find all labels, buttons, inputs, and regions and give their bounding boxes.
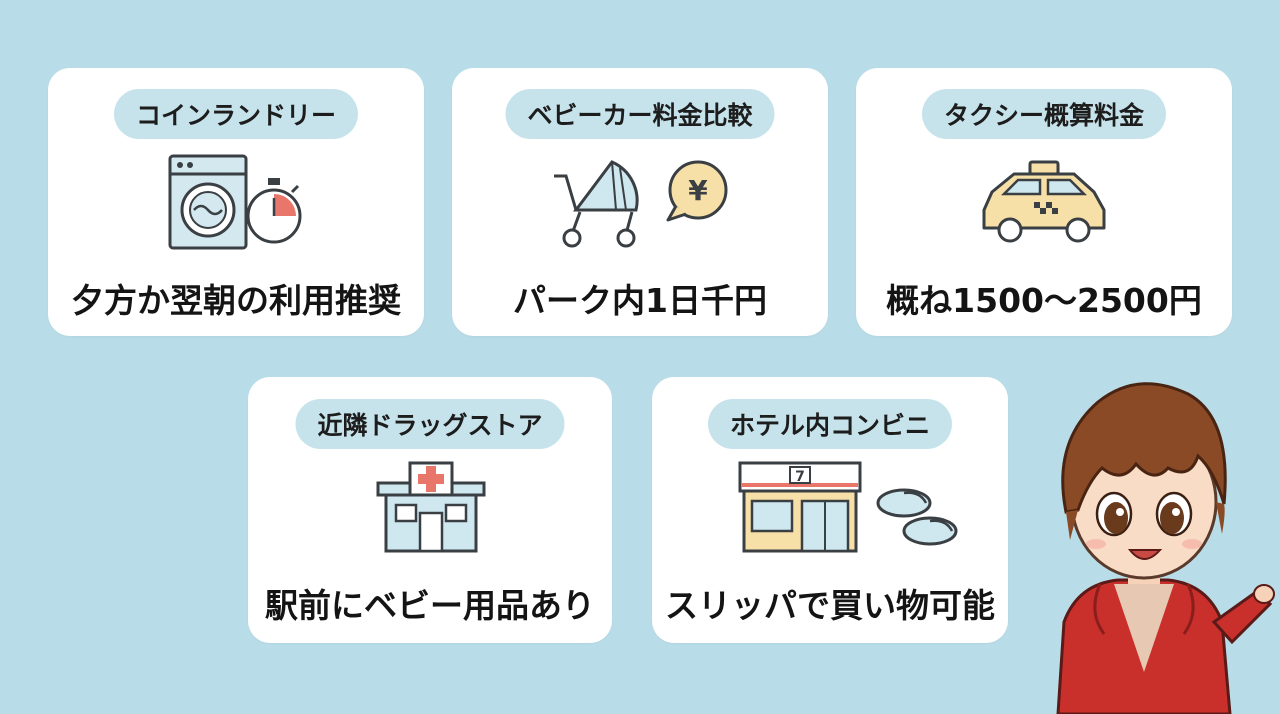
card-title: ホテル内コンビニ bbox=[707, 399, 953, 449]
card-drugstore: 近隣ドラッグストア 駅前にベビー用品あり bbox=[248, 377, 612, 643]
card-taxi-fare: タクシー概算料金 概ね1500～2500円 bbox=[856, 68, 1232, 336]
card-text: スリッパで買い物可能 bbox=[665, 586, 995, 625]
stroller-icon bbox=[550, 154, 646, 250]
card-title: 近隣ドラッグストア bbox=[295, 399, 565, 449]
stopwatch-icon bbox=[244, 176, 304, 246]
card-text: 駅前にベビー用品あり bbox=[265, 586, 595, 625]
card-title: ベビーカー料金比較 bbox=[505, 89, 775, 139]
card-text: 夕方か翌朝の利用推奨 bbox=[71, 281, 401, 320]
yen-symbol: ¥ bbox=[688, 174, 708, 207]
card-stroller-price: ベビーカー料金比較 ¥ パーク内1日千円 bbox=[452, 68, 828, 336]
store-sign-number: 7 bbox=[795, 469, 805, 485]
card-title: コインランドリー bbox=[113, 89, 359, 139]
washing-machine-icon bbox=[168, 154, 248, 250]
convenience-store-icon: 7 bbox=[738, 461, 862, 553]
card-hotel-convenience-store: ホテル内コンビニ 7 スリッパで買い物可能 bbox=[652, 377, 1008, 643]
slippers-icon bbox=[874, 481, 962, 551]
card-text: 概ね1500～2500円 bbox=[886, 281, 1202, 320]
mascot-character bbox=[1018, 372, 1280, 714]
taxi-icon bbox=[978, 160, 1110, 246]
pharmacy-icon bbox=[376, 461, 486, 553]
card-text: パーク内1日千円 bbox=[513, 281, 767, 320]
card-coin-laundry: コインランドリー 夕方か翌朝の利用推奨 bbox=[48, 68, 424, 336]
yen-coin-icon: ¥ bbox=[660, 160, 730, 226]
card-title: タクシー概算料金 bbox=[921, 89, 1167, 139]
